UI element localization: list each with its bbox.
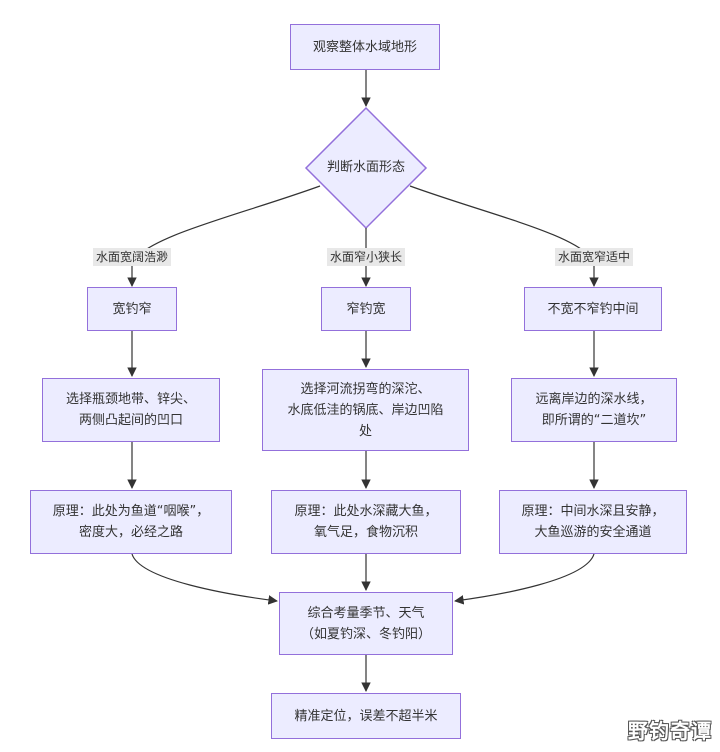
node-rule-right: 不宽不窄钓中间 [524,287,662,331]
watermark-logo: 野钓奇谭 [628,719,712,743]
decision-text: 判断水面形态 [326,160,405,175]
node-rule-left-text: 宽钓窄 [112,301,152,317]
location-middle-line-3: 处 [358,423,372,439]
node-rule-middle-text: 窄钓宽 [346,301,386,317]
edge-label-right: 水面宽窄适中 [554,248,634,266]
node-location-middle: 选择河流拐弯的深沱、 水底低洼的锅底、岸边凹陷 处 [262,369,469,451]
location-left-line-1: 选择瓶颈地带、锌尖、 [65,392,196,407]
node-location-right: 远离岸边的深水线， 即所谓的“二道坎” [511,378,677,442]
node-start-text: 观察整体水域地形 [312,39,417,55]
node-principle-left: 原理：此处为鱼道“咽喉”， 密度大，必经之路 [30,490,232,554]
edge-label-left: 水面宽阔浩渺 [92,248,172,266]
node-location-left: 选择瓶颈地带、锌尖、 两侧凸起间的凹口 [42,378,220,442]
node-merge: 综合考量季节、天气 （如夏钓深、冬钓阳） [279,592,453,655]
node-location-left-text: 选择瓶颈地带、锌尖、 两侧凸起间的凹口 [66,389,196,431]
node-rule-left: 宽钓窄 [87,287,177,331]
node-principle-left-text: 原理：此处为鱼道“咽喉”， 密度大，必经之路 [53,501,209,543]
edge-right-principle-to-merge [454,553,595,605]
location-middle-line-1: 选择河流拐弯的深沱、 [300,381,431,397]
node-end: 精准定位，误差不超半米 [271,693,461,739]
edge-left-principle-to-merge [131,553,278,605]
location-left-line-2: 两侧凸起间的凹口 [78,413,183,428]
principle-middle-line-2: 氧气足，食物沉积 [313,525,418,540]
node-end-text: 精准定位，误差不超半米 [294,708,438,724]
principle-middle-line-1: 原理：此处水深藏大鱼， [294,504,438,519]
principle-right-line-1: 原理：中间水深且安静， [521,504,665,519]
principle-left-line-1: 原理：此处为鱼道“咽喉”， [52,504,210,519]
location-right-line-2: 即所谓的“二道坎” [541,413,647,428]
node-principle-middle-text: 原理：此处水深藏大鱼， 氧气足，食物沉积 [294,501,437,543]
node-principle-right-text: 原理：中间水深且安静， 大鱼巡游的安全通道 [521,501,664,543]
location-middle-line-2: 水底低洼的锅底、岸边凹陷 [287,402,444,418]
node-merge-text: 综合考量季节、天气 （如夏钓深、冬钓阳） [301,603,431,645]
merge-line-1: 综合考量季节、天气 [307,605,425,621]
node-location-right-text: 远离岸边的深水线， 即所谓的“二道坎” [535,389,652,431]
node-principle-right: 原理：中间水深且安静， 大鱼巡游的安全通道 [499,490,687,554]
node-rule-right-text: 不宽不窄钓中间 [547,301,639,317]
node-rule-middle: 窄钓宽 [321,287,411,331]
edge-label-middle: 水面窄小狭长 [326,248,406,266]
merge-line-2: （如夏钓深、冬钓阳） [300,626,431,642]
edge-decision-to-right [409,185,599,287]
node-principle-middle: 原理：此处水深藏大鱼， 氧气足，食物沉积 [271,490,461,554]
node-start: 观察整体水域地形 [290,24,440,70]
principle-left-line-2: 密度大，必经之路 [78,525,183,540]
edge-decision-to-left [127,185,321,287]
location-right-line-1: 远离岸边的深水线， [535,392,653,407]
principle-right-line-2: 大鱼巡游的安全通道 [534,525,652,540]
node-location-middle-text: 选择河流拐弯的深沱、 水底低洼的锅底、岸边凹陷 处 [287,379,443,442]
